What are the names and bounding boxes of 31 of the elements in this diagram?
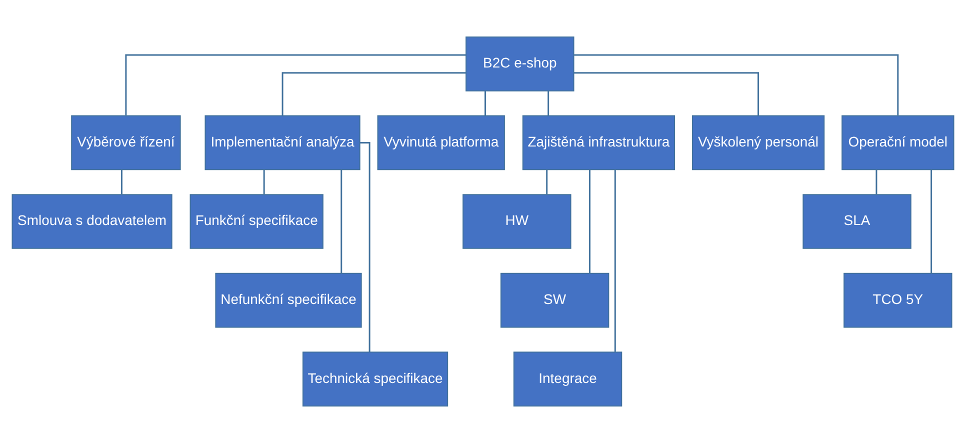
node-box: Smlouva s dodavatelem	[12, 194, 172, 249]
connector	[614, 170, 616, 352]
node-box: Technická specifikace	[302, 352, 448, 406]
node-box: Vyvinutá platforma	[377, 115, 505, 170]
connector	[876, 170, 878, 194]
node-box: HW	[462, 194, 572, 249]
node-box: Nefunkční specifikace	[215, 272, 362, 328]
connector	[263, 170, 265, 194]
connector	[340, 170, 342, 274]
connector	[588, 170, 590, 274]
connector	[125, 54, 466, 116]
node-box: Vyškolený personál	[692, 115, 825, 170]
connector	[574, 72, 760, 116]
connector	[574, 54, 899, 116]
node-box: Výběrové řízení	[71, 115, 181, 170]
node-box: Implementační analýza	[204, 115, 360, 170]
node-box: B2C e-shop	[466, 36, 574, 92]
connector	[360, 142, 370, 352]
connector	[546, 170, 548, 194]
node-box: Funkční specifikace	[190, 194, 324, 249]
connector	[120, 170, 122, 194]
node-box: Integrace	[513, 352, 622, 406]
connector	[930, 170, 932, 274]
node-box: SW	[500, 272, 610, 328]
node-box: Operační model	[842, 115, 954, 170]
node-box: TCO 5Y	[844, 272, 952, 328]
node-box: SLA	[802, 194, 912, 249]
node-box: Zajištěná infrastruktura	[522, 115, 675, 170]
connector	[282, 72, 466, 116]
connector	[484, 91, 486, 116]
connector	[548, 91, 550, 116]
